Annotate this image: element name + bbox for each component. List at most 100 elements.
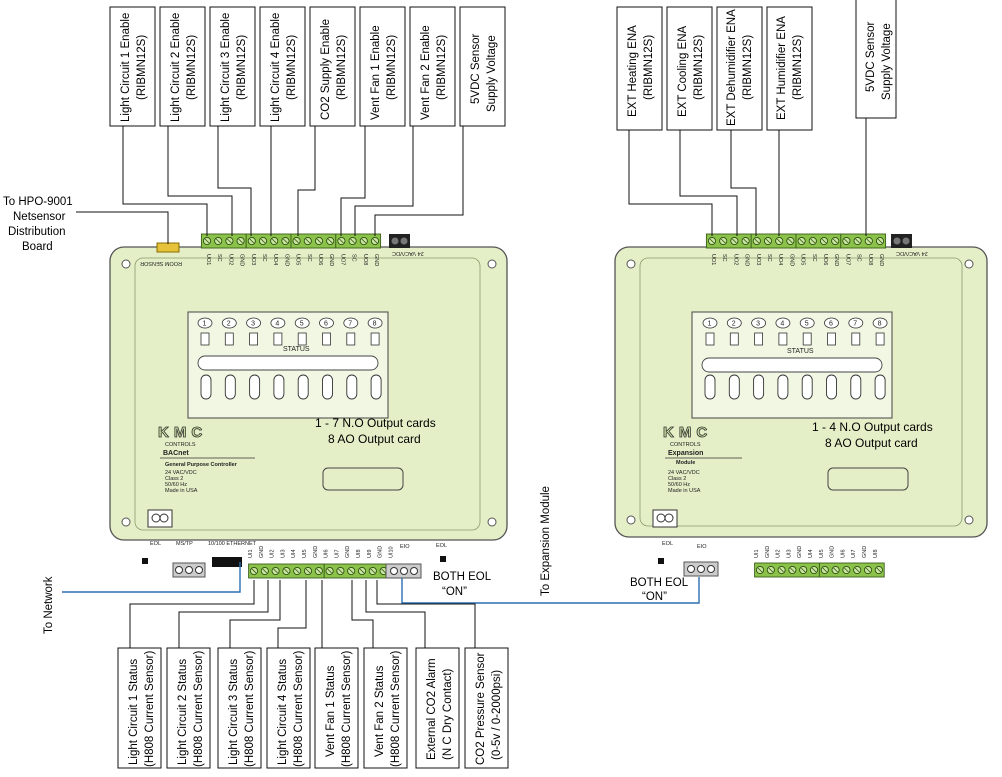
main-bottom-terminal-label-3: UI2 — [270, 549, 276, 558]
main-slot-number-7: 7 — [348, 321, 352, 328]
main-bottom-terminal-label-4: UI3 — [280, 549, 286, 558]
main-top-terminal-label-7: UO4 — [272, 254, 278, 265]
main-top-label-7-sub: (RIBMN12S) — [436, 35, 448, 100]
main-slot-switch-4 — [273, 332, 283, 346]
exp-eio-label: EIO — [697, 544, 707, 550]
exp-status-label: STATUS — [787, 348, 814, 355]
main-slot-number-oval-8 — [367, 317, 383, 329]
exp-bottom-terminal-label-2: GND — [765, 546, 771, 558]
exp-slot-number-1: 1 — [708, 321, 712, 328]
exp-bottom-terminal-label-6: UI4 — [808, 549, 814, 558]
main-brand-sub: CONTROLS — [165, 442, 196, 448]
main-eol-right: EOL — [436, 543, 447, 549]
main-top-terminal-label-15: UO8 — [362, 254, 368, 265]
main-top-terminal-label-13: UO7 — [339, 254, 345, 265]
exp-bottom-terminal-label-7: UI5 — [819, 549, 825, 558]
main-spec-2: Class 2 — [165, 476, 183, 482]
main-bottom-terminal-label-12: UI9 — [367, 549, 373, 558]
exp-bottom-terminal-label-5: GND — [797, 546, 803, 558]
exp-pill-row — [704, 374, 886, 400]
exp-output-card-slot-6 — [826, 374, 837, 400]
to-network-label: To Network — [43, 576, 55, 634]
exp-bottom-terminal-label-11: GND — [862, 546, 868, 558]
main-slot-switch-1 — [200, 332, 210, 346]
bottom-label-8-sub: (0-5v / 0-2000psi) — [491, 670, 503, 760]
bottom-label-1-sub: (H808 Current Sensor) — [144, 651, 156, 767]
exp-output-text-1: 1 - 4 N.O Output cards — [812, 420, 933, 434]
main-slot-switch-8 — [370, 332, 380, 346]
main-slot-switch-5 — [297, 332, 307, 346]
main-slot-switch-2 — [224, 332, 234, 346]
exp-top-terminal-label-9: UO5 — [800, 254, 806, 265]
main-bottom-terminal-label-8: UI6 — [324, 549, 330, 558]
exp-top-terminal-label-13: UO7 — [844, 254, 850, 265]
exp-slot-number-oval-7 — [848, 317, 864, 329]
exp-slot-number-7: 7 — [853, 321, 857, 328]
exp-top-wires — [628, 118, 867, 236]
network-wire — [62, 562, 241, 593]
main-bottom-terminal-label-11: UI8 — [356, 549, 362, 558]
exp-slot-switch-1 — [705, 332, 715, 346]
exp-brand-logo: KMC — [663, 424, 712, 441]
exp-slot-number-oval-6 — [824, 317, 839, 329]
exp-top-terminal-label-10: SC — [811, 254, 817, 262]
main-slot-switch-7 — [346, 332, 356, 346]
main-output-card-slot-7 — [346, 374, 358, 400]
exp-bottom-terminal-block — [754, 562, 885, 578]
bottom-label-5: Vent Fan 1 Status — [325, 665, 337, 757]
main-top-terminal-label-3: UO2 — [227, 254, 233, 265]
exp-slot-number-6: 6 — [829, 321, 833, 328]
exp-output-card-slot-1 — [704, 374, 716, 400]
exp-top-label-3: EXT Dehumidifier ENA — [726, 9, 738, 126]
exp-output-text-2: 8 AO Output card — [825, 436, 918, 450]
main-label-window — [322, 467, 404, 491]
exp-top-terminal-label-4: GND — [744, 254, 750, 266]
main-model: BACnet — [163, 450, 189, 457]
main-power-connector — [389, 234, 410, 248]
main-top-terminal-label-1: UO1 — [205, 254, 211, 265]
exp-bottom-terminal-label-3: UI2 — [776, 549, 782, 558]
exp-slot-number-oval-1 — [702, 317, 718, 329]
exp-brand-sub: CONTROLS — [670, 442, 701, 448]
bottom-label-boxes: Light Circuit 1 Status (H808 Current Sen… — [117, 647, 509, 769]
main-slot-switch-3 — [249, 332, 259, 346]
exp-label-window — [827, 467, 909, 491]
main-slot-number-3: 3 — [251, 321, 255, 328]
main-output-card-slot-5 — [297, 374, 309, 400]
bottom-label-1: Light Circuit 1 Status — [128, 659, 140, 765]
main-top-terminal-label-12: GND — [328, 254, 334, 266]
hpo-label-line-1: To HPO-9001 — [3, 196, 73, 208]
exp-output-card-slot-5 — [801, 374, 813, 400]
expansion-link-wire — [401, 577, 700, 604]
main-spec-1: 24 VAC/VDC — [165, 470, 197, 476]
main-bottom-terminal-label-9: UI7 — [334, 549, 340, 558]
exp-slot-number-oval-5 — [799, 317, 815, 329]
hpo-label-line-4: Board — [22, 241, 53, 253]
main-output-text-2: 8 AO Output card — [328, 432, 421, 446]
exp-top-terminal-label-6: SC — [766, 254, 772, 262]
exp-slot-switch-5 — [802, 332, 812, 346]
exp-spec-4: Made in USA — [668, 488, 701, 494]
main-top-terminal-label-5: UO3 — [250, 254, 256, 265]
main-bottom-terminal-label-7: GND — [313, 546, 319, 558]
main-eol-left: EOL — [150, 541, 161, 547]
bottom-label-2-sub: (H808 Current Sensor) — [193, 651, 205, 767]
bottom-label-2: Light Circuit 2 Status — [177, 659, 189, 765]
exp-top-terminal-label-2: SC — [721, 254, 727, 262]
main-top-label-8: 5VDC Sensor — [470, 34, 482, 104]
exp-slot-number-2: 2 — [732, 321, 736, 328]
bottom-label-4: Light Circuit 4 Status — [277, 659, 289, 765]
main-top-terminal-label-2: SC — [216, 254, 222, 262]
bottom-label-3-sub: (H808 Current Sensor) — [244, 651, 256, 767]
main-desc: General Purpose Controller — [165, 462, 238, 468]
exp-bottom-terminal-label-10: UI7 — [851, 549, 857, 558]
bottom-label-6: Vent Fan 2 Status — [374, 665, 386, 757]
main-top-label-5-sub: (RIBMN12S) — [336, 35, 348, 100]
exp-top-label-1-sub: (RIBMN12S) — [643, 35, 655, 100]
to-expansion-label: To Expansion Module — [540, 486, 552, 596]
main-output-card-slot-3 — [249, 374, 261, 400]
bottom-label-3: Light Circuit 3 Status — [228, 659, 240, 765]
exp-model: Expansion — [668, 450, 703, 457]
main-top-label-4: Light Circuit 4 Enable — [270, 13, 282, 122]
